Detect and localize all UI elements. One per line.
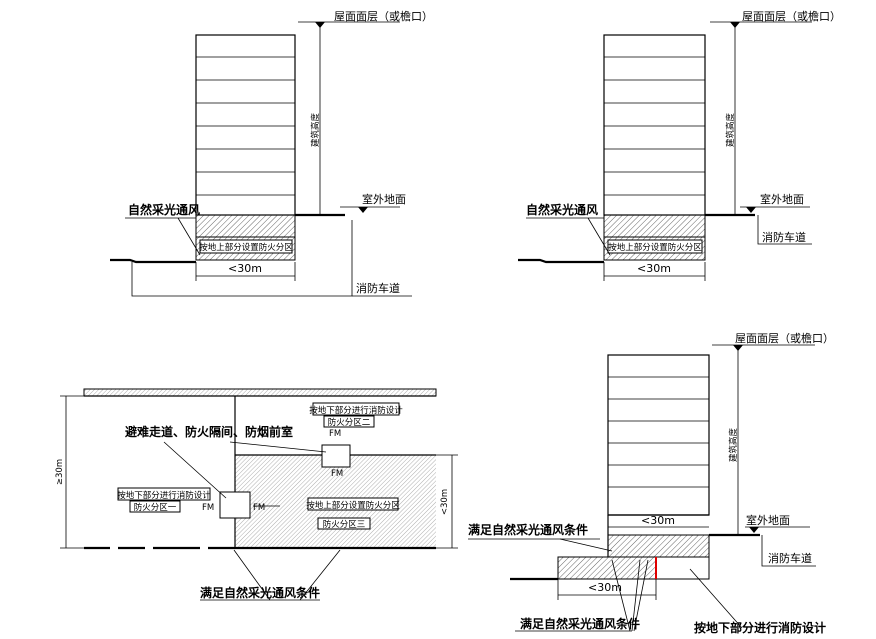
road-label-4: 消防车道 <box>768 551 812 565</box>
main-zone-name-3: 防火分区三 <box>323 519 366 530</box>
left-zone-label-3: 按地下部分进行消防设计 <box>117 490 211 501</box>
building-2 <box>603 34 706 216</box>
vent-label-2: 自然采光通风 <box>526 202 598 217</box>
ground-left-1 <box>110 258 196 264</box>
fire-road-line-1 <box>131 220 353 297</box>
zone-label-1: 按地上部分设置防火分区 <box>199 242 293 253</box>
diagram-2: 按地上部分设置防火分区 屋面面层（或檐口） 建筑高度 室外地面 自然采光通风 <… <box>518 9 841 281</box>
road-label-2: 消防车道 <box>762 230 806 244</box>
right-dim-3: <30m <box>440 489 450 515</box>
left-dim-3: ≥30m <box>55 459 65 485</box>
height-label-1: 建筑高度 <box>310 113 321 148</box>
diagram-4: <30m 屋面面层（或檐口） 建筑高度 室外地面 消防车道 满足自然采光通风条件… <box>468 331 834 635</box>
semi-basement-hatch-1 <box>195 214 296 238</box>
upper-zone-label-3: 按地下部分进行消防设计 <box>309 405 403 416</box>
fm-label-c: FM <box>202 503 214 513</box>
fire-road-line-2 <box>757 215 812 245</box>
corridor-box-upper <box>321 444 351 468</box>
dim-lower-4: <30m <box>588 581 622 594</box>
left-zone-name-3: 防火分区一 <box>134 502 177 513</box>
semi-basement-hatch-4 <box>607 534 710 558</box>
ground-label-4: 室外地面 <box>746 513 790 527</box>
lower-hatch-4 <box>557 556 657 580</box>
underground-part-4 <box>655 556 710 580</box>
corridor-box-left <box>219 491 251 519</box>
underground-label-4: 按地下部分进行消防设计 <box>694 620 826 635</box>
dim-label-2: <30m <box>637 262 671 275</box>
vent-condition-label-4a: 满足自然采光通风条件 <box>468 522 588 537</box>
upper-zone-name-3: 防火分区二 <box>328 417 371 428</box>
vent-condition-label-3: 满足自然采光通风条件 <box>200 585 320 600</box>
road-label-1: 消防车道 <box>356 281 400 295</box>
fm-label-b: FM <box>331 469 343 479</box>
building-1 <box>195 34 296 216</box>
vent-condition-label-4b: 满足自然采光通风条件 <box>520 616 640 631</box>
diagram-3: ≥30m <30m 避难走道、防火隔间、防烟前室 按地下部分进行消防设计 防火分… <box>55 388 458 601</box>
top-wall-hatch-3 <box>83 388 437 397</box>
ground-label-2: 室外地面 <box>760 192 804 206</box>
ground-label-1: 室外地面 <box>362 192 406 206</box>
main-zone-label-3: 按地上部分设置防火分区 <box>306 500 400 511</box>
semi-basement-hatch-2 <box>603 214 706 238</box>
roof-label-1: 屋面面层（或檐口） <box>334 9 433 23</box>
vent-label-1: 自然采光通风 <box>128 202 200 217</box>
height-label-2: 建筑高度 <box>725 113 736 148</box>
fire-road-line-4 <box>761 535 816 567</box>
corridor-label-3: 避难走道、防火隔间、防烟前室 <box>125 424 293 439</box>
diagram-1: 按地上部分设置防火分区 屋面面层（或檐口） 建筑高度 室外地面 自然采光通风 <… <box>110 9 433 297</box>
building-4 <box>607 354 710 516</box>
fm-label-d: FM <box>253 503 265 513</box>
zone-label-2: 按地上部分设置防火分区 <box>608 242 702 253</box>
dim-upper-4: <30m <box>641 514 675 527</box>
fm-label-a: FM <box>329 429 341 439</box>
roof-label-4: 屋面面层（或檐口） <box>735 331 834 345</box>
height-label-4: 建筑高度 <box>728 428 739 463</box>
ground-left-2 <box>518 258 604 264</box>
dim-label-1: <30m <box>228 262 262 275</box>
roof-label-2: 屋面面层（或檐口） <box>742 9 841 23</box>
